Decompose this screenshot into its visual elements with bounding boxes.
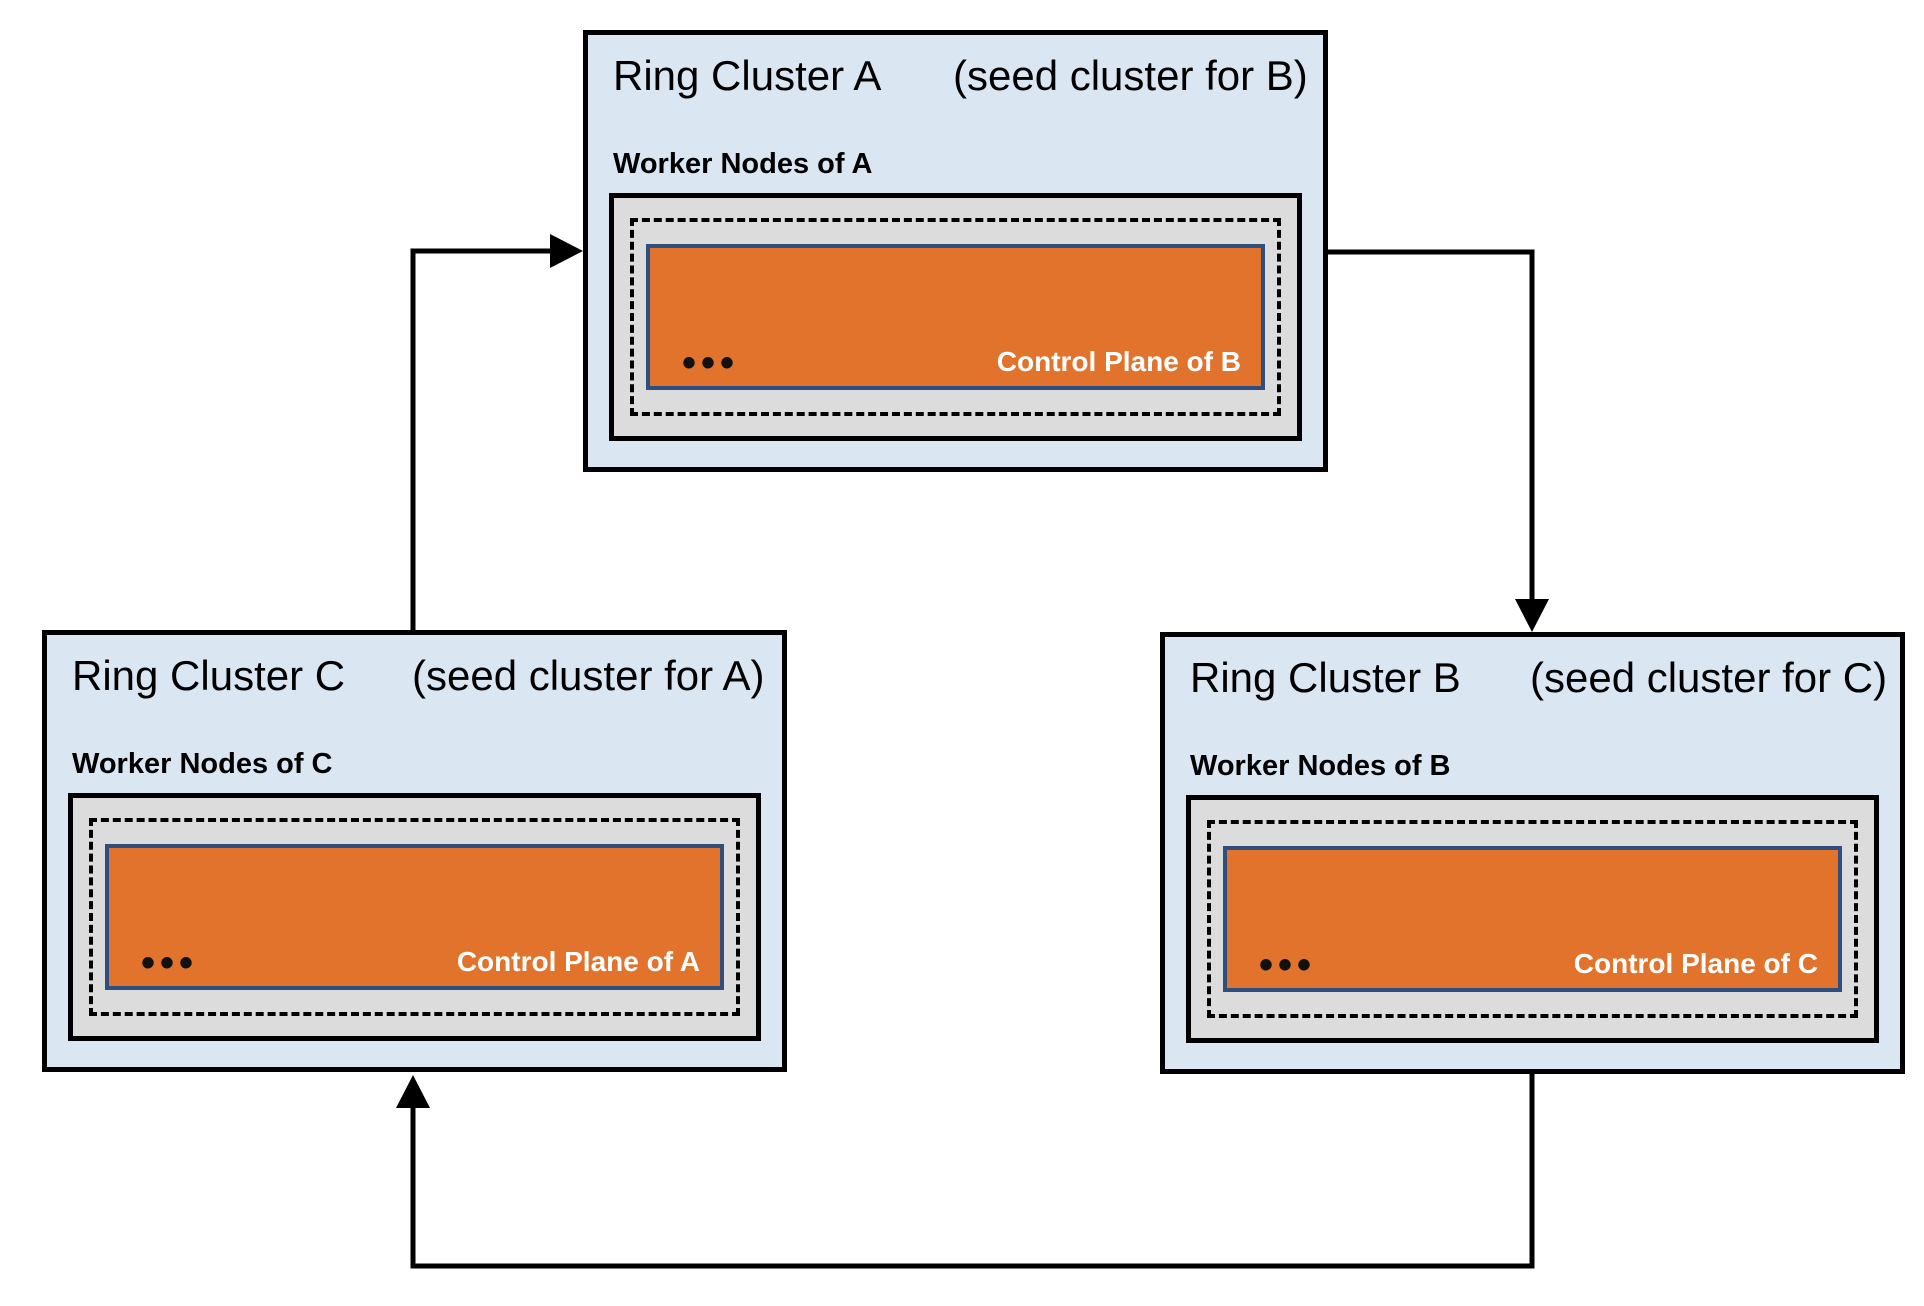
arrow-a-to-b bbox=[1328, 249, 1549, 632]
arrow-b-to-c bbox=[396, 1072, 1535, 1269]
worker-nodes-label: Worker Nodes of A bbox=[613, 148, 873, 180]
control-plane-label: Control Plane of A bbox=[456, 946, 700, 977]
control-plane-box: ••• Control Plane of C bbox=[1223, 846, 1842, 992]
cluster-name: Ring Cluster A bbox=[613, 52, 882, 99]
cluster-title-row: Ring Cluster B (seed cluster for C) bbox=[1190, 653, 1890, 703]
seed-cluster-note: (seed cluster for B) bbox=[953, 52, 1308, 99]
control-plane-label: Control Plane of B bbox=[996, 346, 1241, 377]
ellipsis-dots: ••• bbox=[682, 341, 740, 385]
ellipsis-dots: ••• bbox=[1259, 943, 1317, 987]
dashed-pod-boundary: ••• Control Plane of A bbox=[89, 818, 740, 1016]
arrow-c-to-a bbox=[410, 234, 583, 630]
cluster-title-row: Ring Cluster A (seed cluster for B) bbox=[613, 51, 1313, 101]
cluster-name: Ring Cluster B bbox=[1190, 654, 1461, 701]
worker-nodes-label: Worker Nodes of B bbox=[1190, 750, 1451, 782]
cluster-title-row: Ring Cluster C (seed cluster for A) bbox=[72, 651, 772, 701]
seed-cluster-note: (seed cluster for C) bbox=[1530, 654, 1888, 701]
control-plane-label: Control Plane of C bbox=[1573, 948, 1818, 979]
seed-cluster-note: (seed cluster for A) bbox=[412, 652, 765, 699]
worker-machine-box: ••• Control Plane of A bbox=[68, 793, 761, 1041]
control-plane-box: ••• Control Plane of B bbox=[646, 244, 1265, 390]
cluster-name: Ring Cluster C bbox=[72, 652, 346, 699]
worker-nodes-label: Worker Nodes of C bbox=[72, 748, 333, 780]
dashed-pod-boundary: ••• Control Plane of B bbox=[630, 218, 1281, 416]
ellipsis-dots: ••• bbox=[141, 941, 199, 985]
dashed-pod-boundary: ••• Control Plane of C bbox=[1207, 820, 1858, 1018]
worker-machine-box: ••• Control Plane of C bbox=[1186, 795, 1879, 1043]
ring-cluster-b-box: Ring Cluster B (seed cluster for C) Worke… bbox=[1160, 632, 1905, 1074]
ring-cluster-c-box: Ring Cluster C (seed cluster for A) Worke… bbox=[42, 630, 787, 1072]
ring-cluster-a-box: Ring Cluster A (seed cluster for B) Worke… bbox=[583, 30, 1328, 472]
worker-machine-box: ••• Control Plane of B bbox=[609, 193, 1302, 441]
control-plane-box: ••• Control Plane of A bbox=[105, 844, 724, 990]
